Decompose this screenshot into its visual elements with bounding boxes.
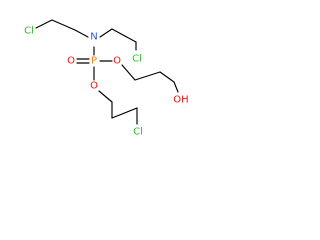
bond-c7-oh — [173, 81, 179, 93]
bond-c5-c6 — [134, 71, 161, 81]
atom-cl-bottom: Cl — [133, 127, 143, 138]
bond-c1-c2 — [51, 19, 76, 31]
atom-p: P — [91, 56, 97, 67]
atom-o-ester-bottom: O — [90, 81, 98, 92]
bond-n-c3 — [99, 28, 113, 38]
atom-cl-top-right: Cl — [132, 54, 142, 65]
bond-c9-c10 — [111, 107, 138, 119]
atom-o-ester-right: O — [113, 56, 121, 67]
atom-cl-top-left: Cl — [24, 26, 34, 37]
bond-c2-n — [74, 29, 89, 38]
bond-o-c8 — [98, 90, 113, 103]
bond-o-c5 — [121, 64, 136, 81]
atom-labels: Cl N Cl O P O OH O Cl — [24, 26, 189, 138]
atom-o-double: O — [67, 56, 75, 67]
bond-c3-c4 — [111, 28, 137, 43]
bonds — [35, 19, 179, 125]
chemical-structure: Cl N Cl O P O OH O Cl — [24, 19, 189, 138]
bond-cl-c1 — [35, 19, 53, 29]
atom-n: N — [90, 32, 97, 43]
atom-oh: OH — [173, 95, 188, 106]
bond-c6-c7 — [159, 71, 175, 83]
